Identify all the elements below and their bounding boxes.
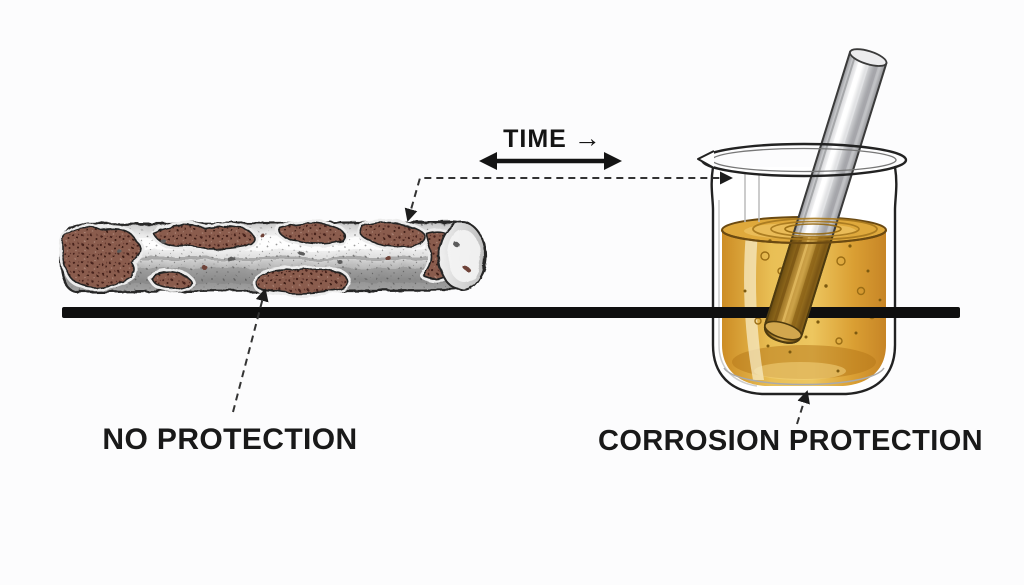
no-protection-pointer [232, 288, 269, 413]
no-protection-caption: NO PROTECTION [102, 423, 358, 456]
corroded-rod [58, 219, 488, 297]
dashed-connectors [232, 171, 810, 425]
corrosion-protection-caption: CORROSION PROTECTION [597, 425, 983, 457]
time-label-text: TIME [503, 125, 567, 153]
time-span-connector [404, 171, 733, 222]
surface-ripples [720, 217, 888, 245]
beaker-spout [697, 150, 715, 169]
glass-bottom-line [723, 367, 885, 386]
corrosion-pits [117, 234, 392, 270]
ground-line [62, 307, 960, 318]
time-double-arrow [479, 152, 622, 170]
beaker-rim [697, 142, 908, 178]
corrosion-protection-pointer [796, 390, 810, 425]
time-label: TIME→ [462, 123, 642, 154]
rod-end-cap [438, 221, 486, 291]
glass-reflections [718, 172, 760, 387]
time-arrow-icon: → [573, 123, 601, 153]
